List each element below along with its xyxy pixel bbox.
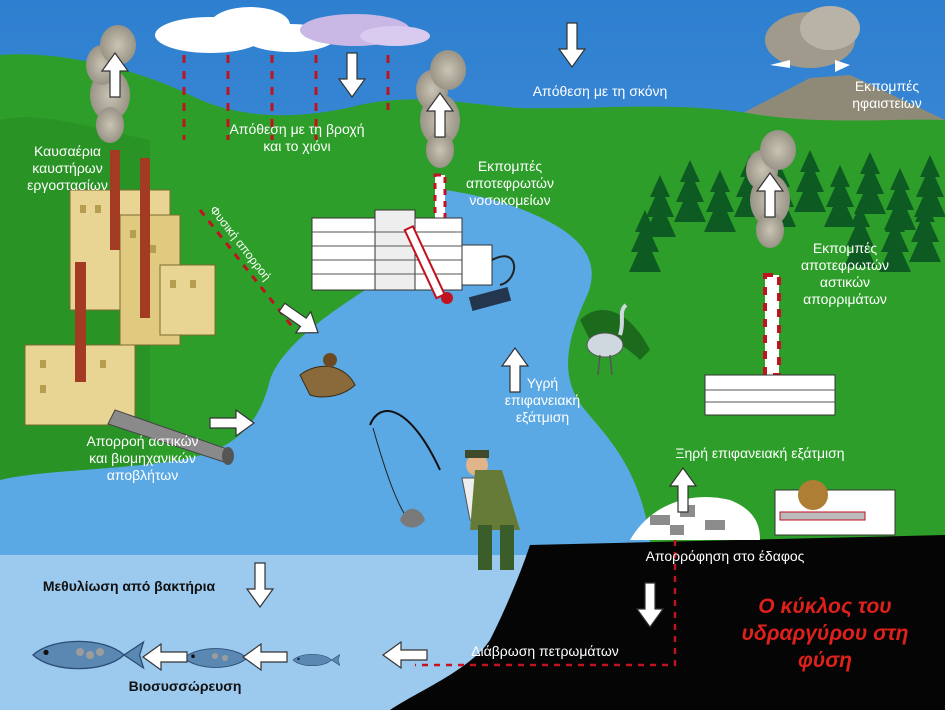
dry-evaporation-label: Ξηρή επιφανειακή εξάτμιση — [630, 445, 890, 462]
municipal-label: Εκπομπές αποτεφρωτών αστικών απορριμάτων — [780, 240, 910, 308]
factory-emissions-label: Καυσαέρια καυστήρων εργοστασίων — [10, 143, 125, 194]
volcano-label: Εκπομπές ηφαιστείων — [832, 78, 942, 112]
rain-snow-label: Απόθεση με τη βροχή και το χιόνι — [222, 121, 372, 155]
soil-absorption-label: Απορρόφηση στο έδαφος — [610, 548, 840, 565]
rock-erosion-label: Διάβρωση πετρωμάτων — [440, 643, 650, 660]
diagram-title: Ο κύκλος του υδραργύρου στη φύση — [725, 593, 925, 674]
runoff-waste-label: Απορροή αστικών και βιομηχανικών αποβλήτ… — [80, 433, 205, 484]
wet-evaporation-label: Υγρή επιφανειακή εξάτμιση — [495, 375, 590, 426]
dust-label: Απόθεση με τη σκόνη — [505, 83, 695, 100]
hospital-label: Εκπομπές αποτεφρωτών νοσοκομείων — [450, 158, 570, 209]
bioaccumulation-label: Βιοσυσσώρευση — [100, 678, 270, 695]
methylation-label: Μεθυλίωση από βακτήρια — [14, 578, 244, 595]
